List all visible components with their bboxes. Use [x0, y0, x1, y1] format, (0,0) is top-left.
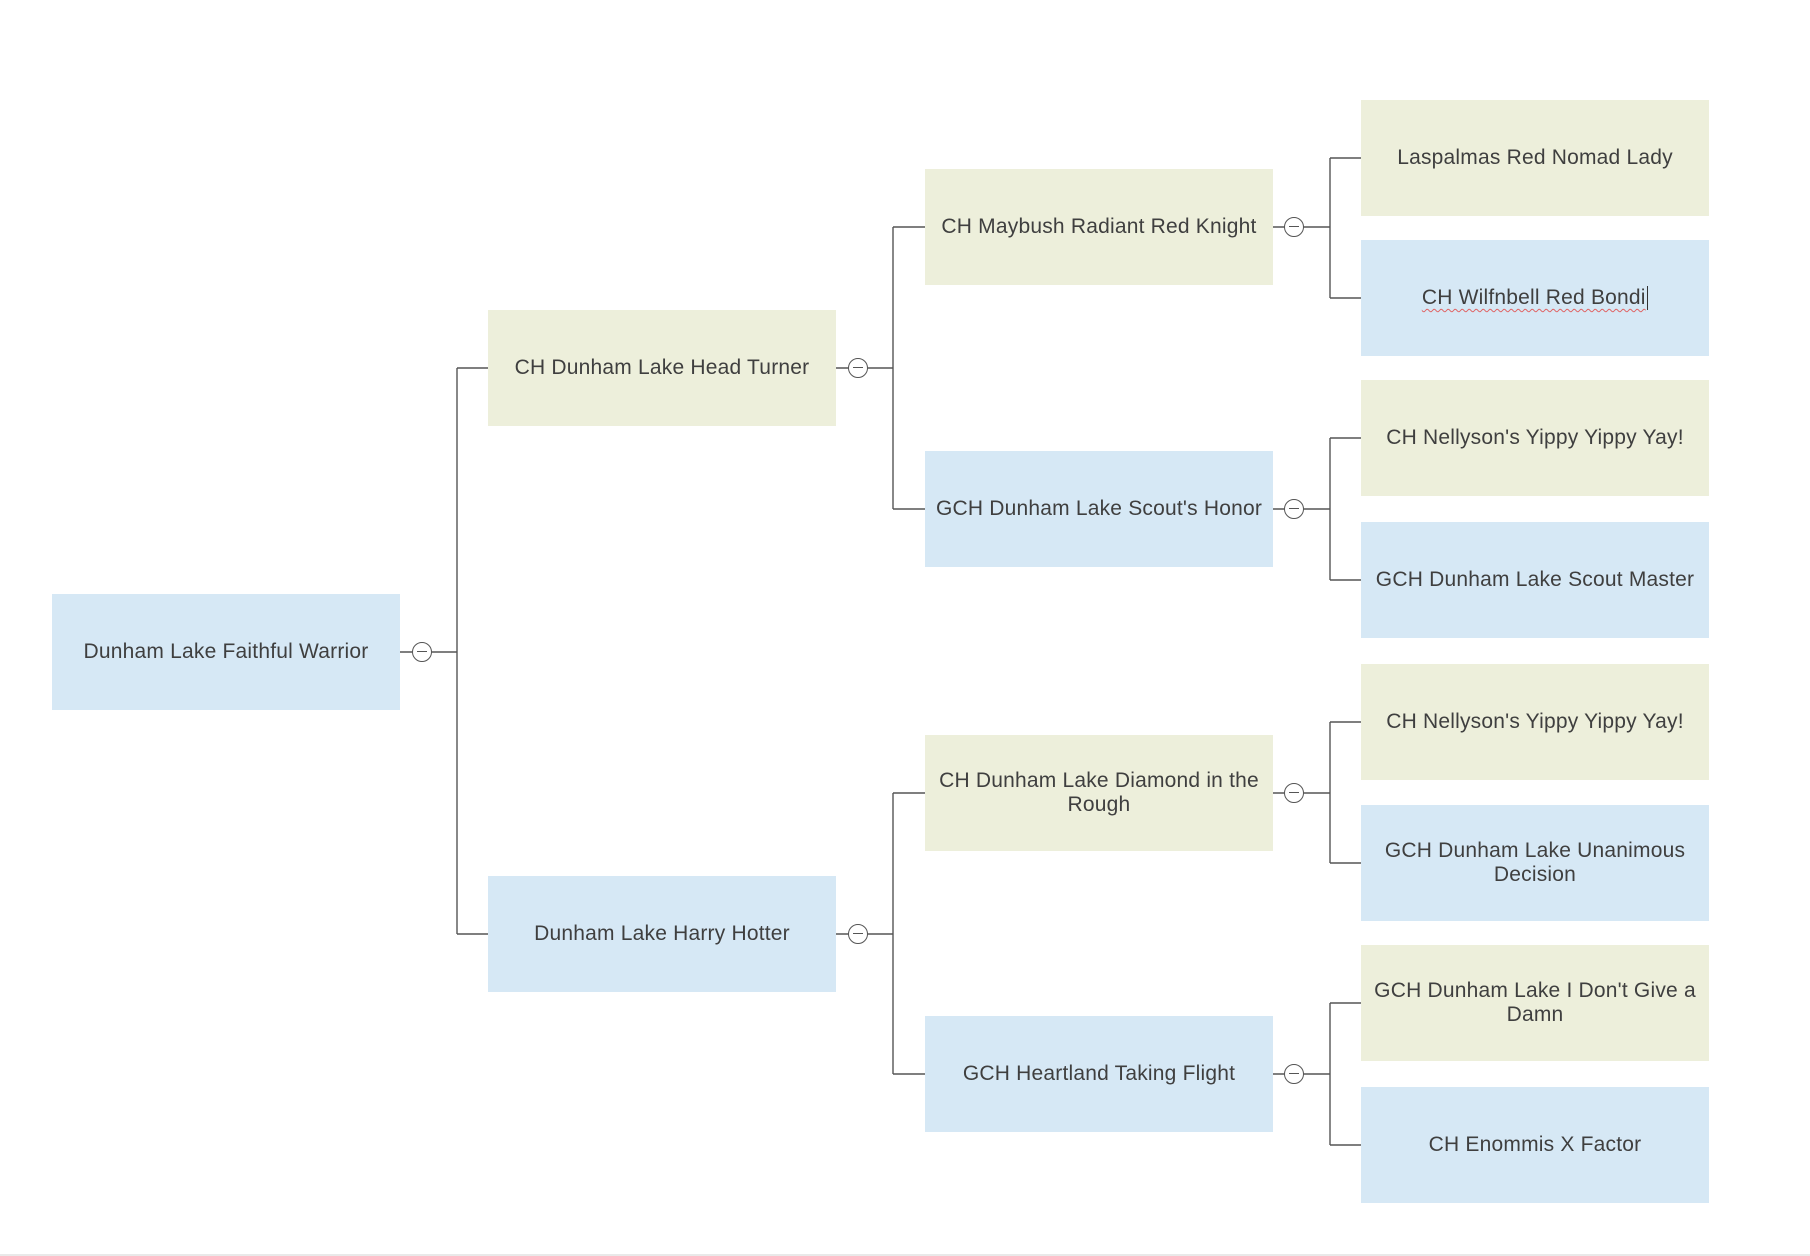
text-cursor: [1646, 286, 1649, 310]
node-gch-heartland-taking-flight[interactable]: GCH Heartland Taking Flight: [925, 1016, 1273, 1132]
node-label: CH Maybush Radiant Red Knight: [941, 215, 1257, 238]
node-label: GCH Heartland Taking Flight: [962, 1062, 1236, 1085]
node-ch-wilfnbell-red-bondi[interactable]: CH Wilfnbell Red Bondi: [1361, 240, 1709, 356]
node-ch-maybush-radiant-red-knight[interactable]: CH Maybush Radiant Red Knight: [925, 169, 1273, 285]
node-dunham-lake-harry-hotter[interactable]: Dunham Lake Harry Hotter: [488, 876, 836, 992]
node-ch-dunham-lake-diamond-in-the-rough[interactable]: CH Dunham Lake Diamond in the Rough: [925, 735, 1273, 851]
node-label: CH Nellyson's Yippy Yippy Yay!: [1386, 426, 1684, 449]
collapse-toggle-icon[interactable]: [848, 358, 868, 378]
collapse-toggle-icon[interactable]: [1284, 217, 1304, 237]
node-gch-dunham-lake-i-dont-give-a-damn[interactable]: GCH Dunham Lake I Don't Give a Damn: [1361, 945, 1709, 1061]
node-label: GCH Dunham Lake Scout Master: [1375, 568, 1695, 591]
node-ch-nellysons-yippy-yippy-yay-2[interactable]: CH Nellyson's Yippy Yippy Yay!: [1361, 664, 1709, 780]
node-label: GCH Dunham Lake I Don't Give a Damn: [1374, 979, 1696, 1026]
collapse-toggle-icon[interactable]: [848, 924, 868, 944]
node-label: CH Nellyson's Yippy Yippy Yay!: [1386, 710, 1684, 733]
node-dunham-lake-faithful-warrior[interactable]: Dunham Lake Faithful Warrior: [52, 594, 400, 710]
collapse-toggle-icon[interactable]: [412, 642, 432, 662]
node-laspalmas-red-nomad-lady[interactable]: Laspalmas Red Nomad Lady: [1361, 100, 1709, 216]
node-label: CH Wilfnbell Red Bondi: [1421, 286, 1646, 309]
node-gch-dunham-lake-scout-master[interactable]: GCH Dunham Lake Scout Master: [1361, 522, 1709, 638]
node-label: GCH Dunham Lake Scout's Honor: [935, 497, 1263, 520]
node-label: CH Dunham Lake Diamond in the Rough: [939, 769, 1259, 816]
node-gch-dunham-lake-unanimous-decision[interactable]: GCH Dunham Lake Unanimous Decision: [1361, 805, 1709, 921]
node-label: GCH Dunham Lake Unanimous Decision: [1384, 839, 1686, 886]
collapse-toggle-icon[interactable]: [1284, 1064, 1304, 1084]
node-ch-dunham-lake-head-turner[interactable]: CH Dunham Lake Head Turner: [488, 310, 836, 426]
node-label: Dunham Lake Faithful Warrior: [83, 640, 369, 663]
node-ch-enommis-x-factor[interactable]: CH Enommis X Factor: [1361, 1087, 1709, 1203]
node-ch-nellysons-yippy-yippy-yay-1[interactable]: CH Nellyson's Yippy Yippy Yay!: [1361, 380, 1709, 496]
canvas-bottom-edge: [0, 1254, 1810, 1256]
collapse-toggle-icon[interactable]: [1284, 499, 1304, 519]
collapse-toggle-icon[interactable]: [1284, 783, 1304, 803]
node-label: CH Dunham Lake Head Turner: [514, 356, 810, 379]
node-label: Laspalmas Red Nomad Lady: [1397, 146, 1673, 169]
node-gch-dunham-lake-scouts-honor[interactable]: GCH Dunham Lake Scout's Honor: [925, 451, 1273, 567]
node-label: CH Enommis X Factor: [1428, 1133, 1642, 1156]
node-label: Dunham Lake Harry Hotter: [534, 922, 790, 945]
